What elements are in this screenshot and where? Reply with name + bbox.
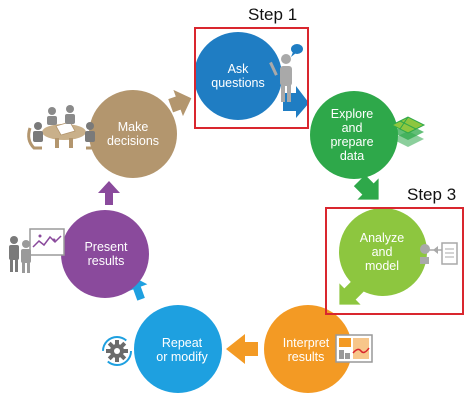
presentation-icon <box>9 228 65 273</box>
meeting-table-icon <box>27 105 101 150</box>
step1-label: Step 1 <box>248 5 298 24</box>
node-ask-circle <box>194 32 282 120</box>
node-present-circle <box>61 210 149 298</box>
step3-label: Step 3 <box>407 185 457 204</box>
arrow-ask-to-explore <box>283 86 309 118</box>
map-chart-icon <box>335 334 373 363</box>
arrow-decide-to-ask <box>168 89 192 117</box>
arrow-interpret-to-repeat <box>226 334 258 364</box>
data-layers-icon <box>390 116 426 147</box>
person-speech-icon <box>269 44 303 102</box>
arrow-explore-to-analyze <box>353 174 379 200</box>
model-flow-icon <box>420 242 458 265</box>
node-decide-circle <box>89 90 177 178</box>
arrow-present-to-decide <box>98 181 120 205</box>
node-analyze-circle <box>339 208 427 296</box>
node-circles <box>61 32 427 393</box>
cycle-arrows <box>98 86 379 364</box>
node-interpret-circle <box>264 305 352 393</box>
node-repeat-circle <box>134 305 222 393</box>
node-explore-circle <box>310 91 398 179</box>
gear-cycle-icon <box>102 336 132 366</box>
step1-highlight-box <box>194 27 309 129</box>
step3-highlight-box <box>325 207 464 315</box>
